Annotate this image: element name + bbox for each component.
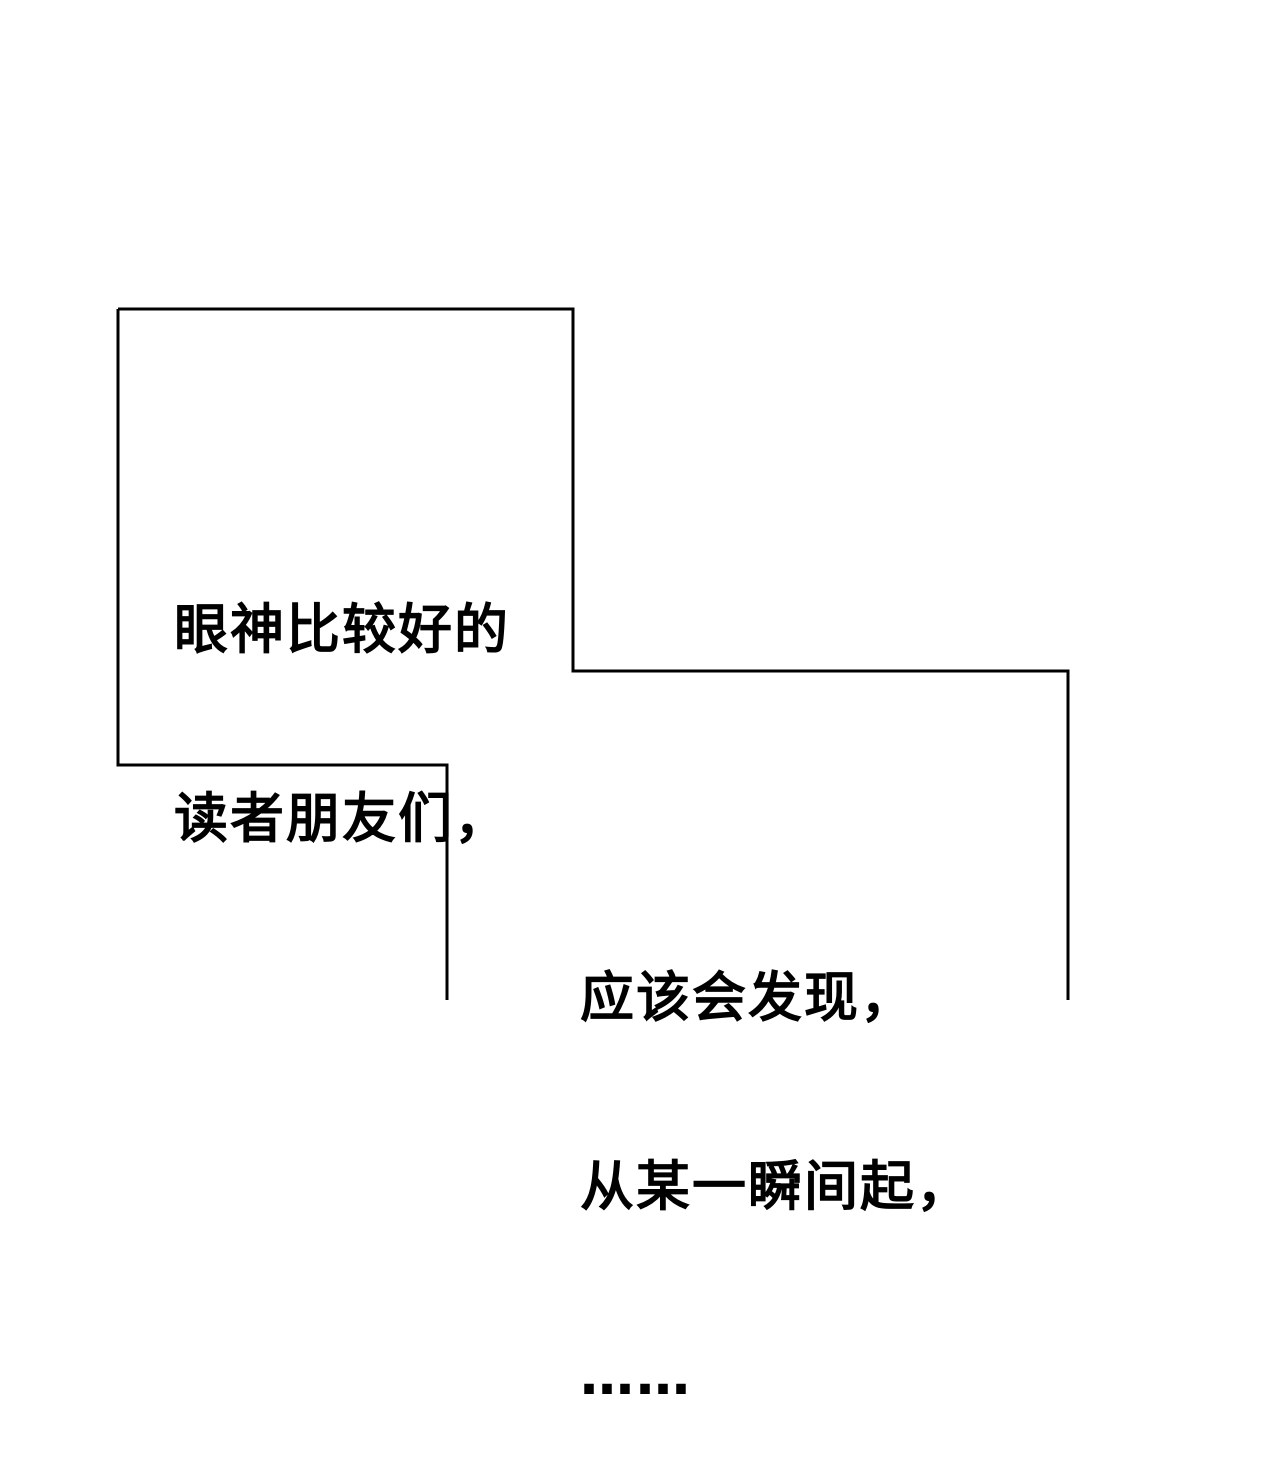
caption-bottom-line-3-cutoff: …… xyxy=(580,1344,692,1407)
caption-top-line-2: 读者朋友们， xyxy=(174,787,510,850)
caption-top-line-1: 眼神比较好的 xyxy=(174,598,510,661)
panel-border-left xyxy=(116,309,449,1000)
comic-panel-outline xyxy=(116,307,1070,1000)
caption-bottom: 应该会发现， 从某一瞬间起， …… xyxy=(580,840,972,1470)
panel-border-right xyxy=(118,307,1070,1000)
caption-bottom-line-1: 应该会发现， xyxy=(580,966,916,1029)
caption-top: 眼神比较好的 读者朋友们， xyxy=(174,472,510,913)
caption-bottom-line-2: 从某一瞬间起， xyxy=(580,1155,972,1218)
